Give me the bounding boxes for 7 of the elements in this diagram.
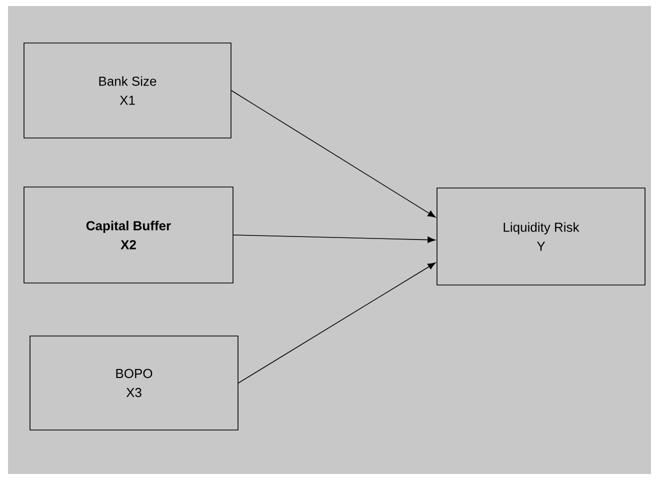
variable-box: Bank Size X1: [24, 42, 232, 138]
arrow: [238, 262, 436, 384]
arrow: [231, 90, 436, 218]
arrow: [233, 234, 436, 243]
variable-box: Liquidity Risk Y: [436, 188, 646, 286]
variable-box: BOPO X3: [30, 336, 238, 430]
variable-box: Capital Buffer X2: [24, 186, 234, 284]
